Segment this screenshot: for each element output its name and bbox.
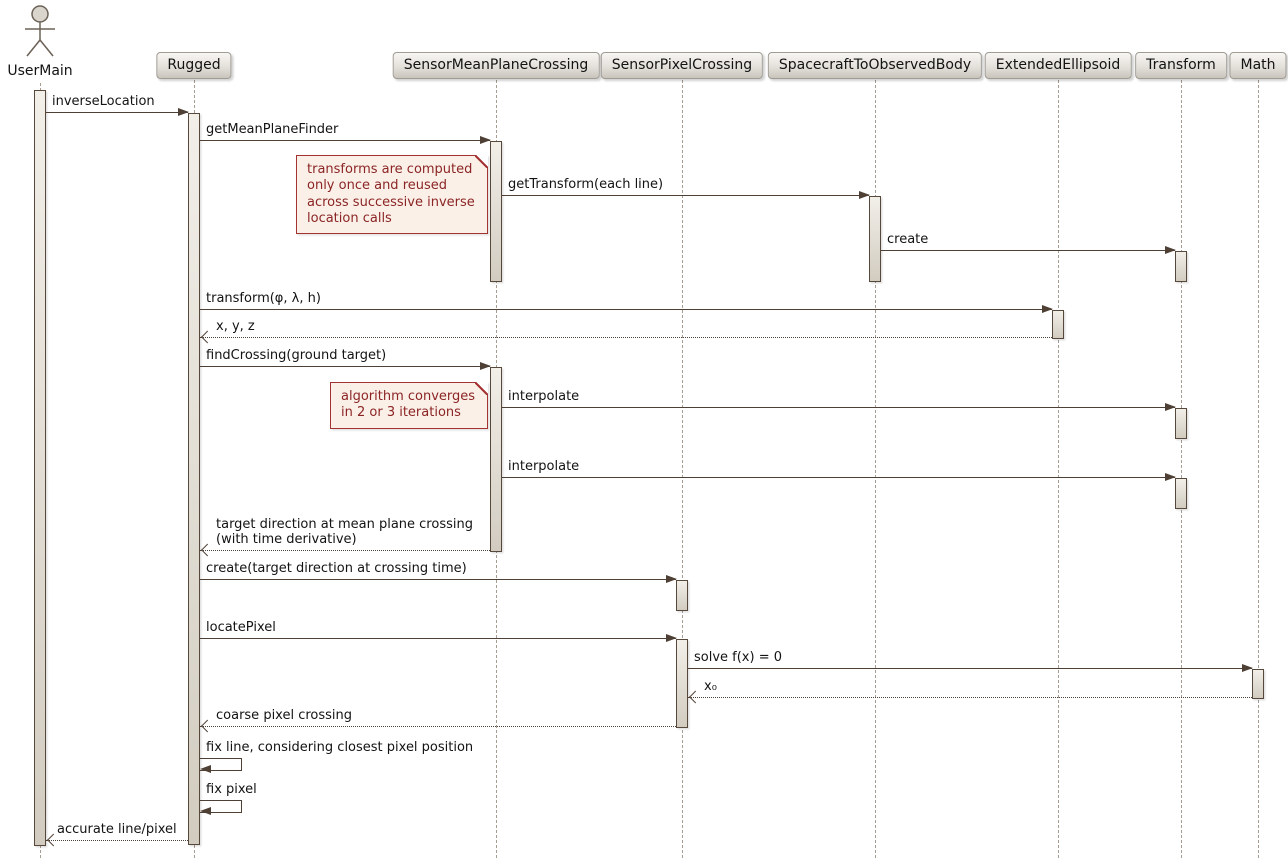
- lifeline-extendedellipsoid: [1057, 80, 1059, 858]
- arrowhead-icon: [1165, 245, 1176, 254]
- arrowhead-icon: [200, 765, 211, 773]
- arrowhead-icon: [666, 574, 677, 583]
- activation-stob: [869, 196, 881, 282]
- arrowhead-icon: [1165, 472, 1176, 481]
- message-label-line1: target direction at mean plane crossing: [216, 517, 473, 532]
- message-line: [200, 366, 490, 367]
- arrowhead-icon: [859, 190, 870, 199]
- arrowhead-icon: [201, 719, 214, 733]
- participant-math: Math: [1229, 52, 1287, 79]
- arrowhead-icon: [480, 361, 491, 370]
- lifeline-transform: [1180, 80, 1182, 858]
- message-label: fix line, considering closest pixel posi…: [206, 740, 474, 755]
- message-line: [200, 337, 1052, 338]
- actor-label: UserMain: [7, 63, 73, 79]
- message-line: [688, 697, 1252, 698]
- message-label: getMeanPlaneFinder: [206, 122, 339, 137]
- activation-smpc-2: [490, 367, 502, 552]
- activation-math: [1252, 669, 1264, 699]
- activation-transform-1: [1175, 251, 1187, 282]
- arrowhead-icon: [178, 107, 189, 116]
- message-label: inverseLocation: [52, 94, 155, 109]
- message-label: getTransform(each line): [508, 177, 664, 192]
- activation-extendedellipsoid: [1052, 310, 1064, 339]
- note-text: transforms are computed only once and re…: [307, 162, 475, 226]
- arrowhead-icon: [1042, 304, 1053, 313]
- arrowhead-icon: [1165, 402, 1176, 411]
- message-line: [200, 140, 490, 141]
- message-line: [881, 250, 1175, 251]
- message-label: accurate line/pixel: [57, 822, 177, 837]
- message-label: locatePixel: [206, 620, 276, 635]
- participant-rugged: Rugged: [156, 52, 232, 79]
- message-line: [200, 309, 1052, 310]
- message-label: fix pixel: [206, 782, 257, 797]
- message-line: [502, 477, 1175, 478]
- participant-extendedellipsoid: ExtendedEllipsoid: [984, 52, 1132, 79]
- message-line: [200, 638, 676, 639]
- note-fold-icon: [475, 382, 488, 395]
- participant-spacecrafttoobservedbody: SpacecraftToObservedBody: [767, 52, 983, 79]
- message-label: x, y, z: [216, 319, 255, 334]
- activation-usermain: [34, 90, 46, 846]
- self-message-loop: [200, 800, 242, 813]
- message-line: [46, 112, 188, 113]
- arrowhead-icon: [689, 690, 702, 704]
- message-label: solve f(x) = 0: [694, 650, 783, 665]
- message-label: create(target direction at crossing time…: [206, 561, 467, 576]
- message-label-line2: (with time derivative): [216, 532, 357, 547]
- message-label: target direction at mean plane crossing(…: [216, 517, 473, 547]
- arrowhead-icon: [1242, 663, 1253, 672]
- activation-transform-3: [1175, 478, 1187, 509]
- participant-sensormeanplanecrossing: SensorMeanPlaneCrossing: [392, 52, 600, 79]
- message-line: [46, 840, 188, 841]
- message-label: create: [887, 232, 929, 247]
- activation-smpc-1: [490, 141, 502, 282]
- arrowhead-icon: [480, 135, 491, 144]
- lifeline-math: [1257, 80, 1259, 858]
- note-text: algorithm converges in 2 or 3 iterations: [341, 389, 476, 421]
- lifeline-sensorpixelcrossing: [681, 80, 683, 858]
- activation-spc-2: [676, 639, 688, 728]
- message-line: [200, 550, 490, 551]
- actor-icon: [25, 5, 55, 57]
- arrowhead-icon: [200, 807, 211, 815]
- arrowhead-icon: [201, 330, 214, 344]
- message-line: [502, 407, 1175, 408]
- message-label: findCrossing(ground target): [206, 348, 387, 363]
- arrowhead-icon: [201, 543, 214, 557]
- message-line: [200, 726, 676, 727]
- note-fold-icon: [475, 155, 488, 168]
- lifeline-spacecrafttoobservedbody: [874, 80, 876, 858]
- activation-rugged: [188, 113, 200, 845]
- arrowhead-icon: [666, 633, 677, 642]
- note-transforms: transforms are computed only once and re…: [296, 155, 488, 234]
- self-message-loop: [200, 758, 242, 771]
- message-line: [200, 579, 676, 580]
- message-line: [502, 195, 869, 196]
- activation-spc-1: [676, 580, 688, 611]
- message-label: interpolate: [508, 459, 580, 474]
- participant-transform: Transform: [1135, 52, 1227, 79]
- note-algorithm: algorithm converges in 2 or 3 iterations: [330, 382, 488, 429]
- message-label: x₀: [704, 679, 717, 694]
- message-label: transform(φ, λ, h): [206, 291, 321, 306]
- message-label: coarse pixel crossing: [216, 708, 353, 723]
- activation-transform-2: [1175, 408, 1187, 439]
- participant-sensorpixelcrossing: SensorPixelCrossing: [600, 52, 764, 79]
- message-line: [688, 668, 1252, 669]
- message-label: interpolate: [508, 389, 580, 404]
